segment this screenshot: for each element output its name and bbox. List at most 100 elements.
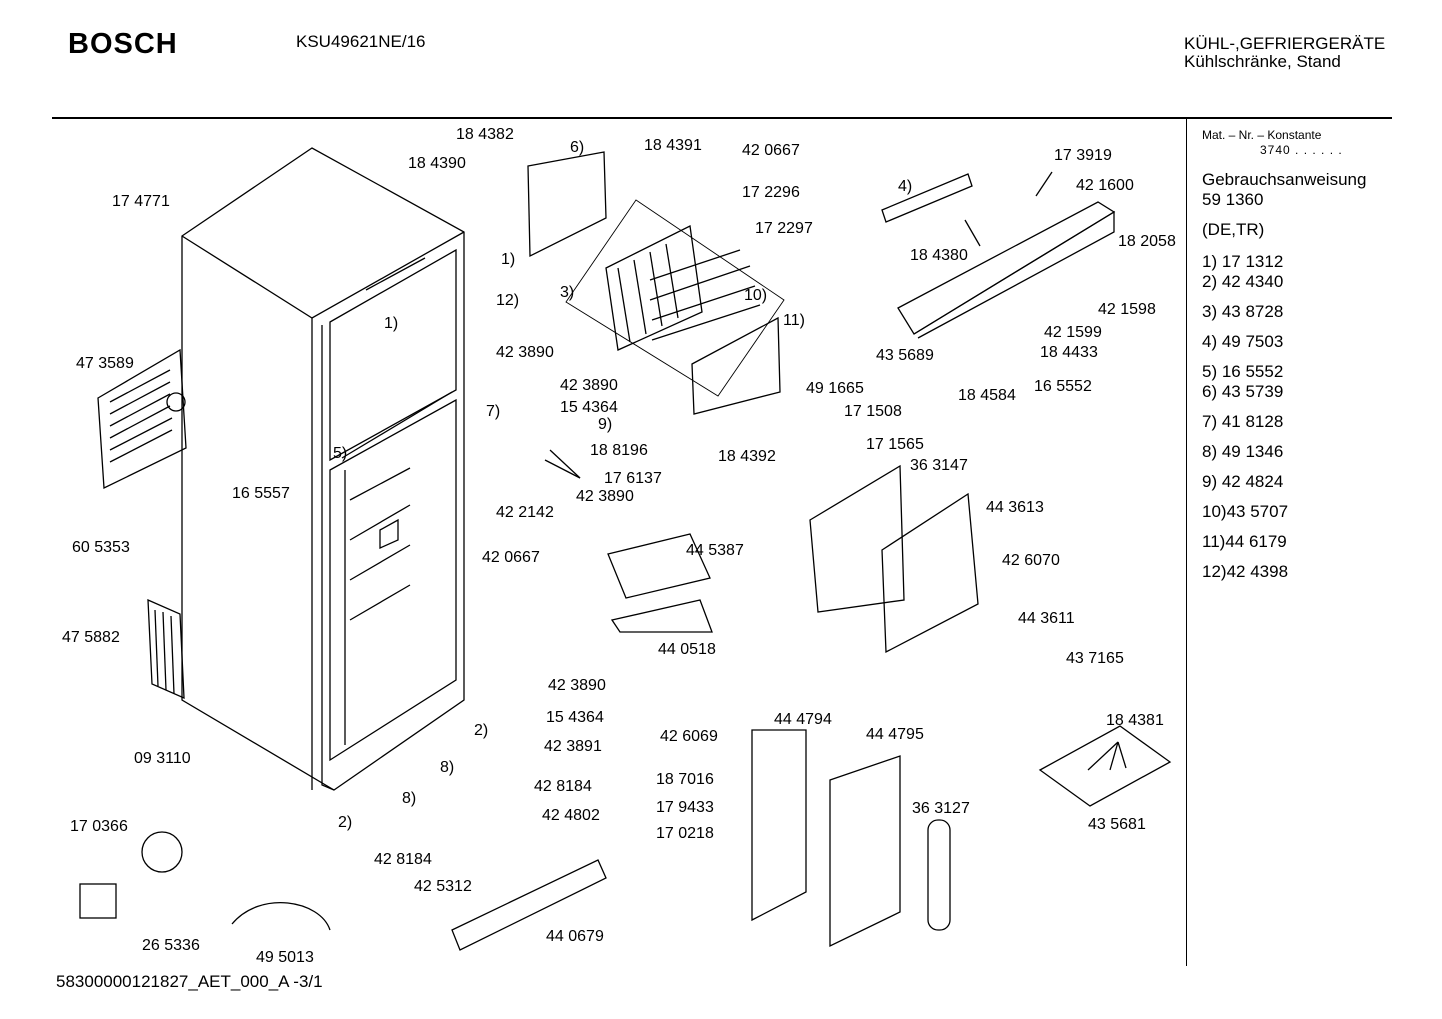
part-label: 42 3890 (496, 344, 554, 361)
part-label: 42 0667 (742, 142, 800, 159)
document-footer-code: 58300000121827_AET_000_A -3/1 (56, 972, 323, 991)
part-label: 42 4802 (542, 807, 600, 824)
legend-item: 10)43 5707 (1202, 502, 1392, 522)
tray-445387-drawing (607, 533, 711, 599)
legend-key: 9) (1202, 472, 1218, 491)
part-label: 1) (384, 315, 398, 332)
part-label: 18 2058 (1118, 233, 1176, 250)
part-label: 17 3919 (1054, 147, 1112, 164)
legend-key: 11) (1202, 532, 1226, 551)
manual-title: Gebrauchsanweisung (1202, 170, 1367, 189)
legend-value: 16 5552 (1217, 362, 1284, 381)
part-label: 11) (783, 312, 805, 329)
part-label: 17 6137 (604, 470, 662, 487)
part-label: 18 4382 (456, 126, 514, 143)
legend-key: 2) (1202, 272, 1218, 291)
model-number: KSU49621NE/16 (296, 32, 426, 51)
legend-item: 12)42 4398 (1202, 562, 1392, 582)
part-label: 42 3890 (576, 488, 634, 505)
part-label: 15 4364 (560, 399, 618, 416)
legend-key: 1) (1202, 252, 1218, 271)
part-label: 2) (474, 722, 488, 739)
part-label: 17 1508 (844, 403, 902, 420)
part-label: 42 8184 (374, 851, 432, 868)
legend-item: 4) 49 7503 (1202, 332, 1392, 352)
part-label: 42 6070 (1002, 552, 1060, 569)
sidebar-divider (1186, 118, 1187, 966)
part-label: 42 0667 (482, 549, 540, 566)
part-label: 17 1565 (866, 436, 924, 453)
part-label: 18 8196 (590, 442, 648, 459)
part-label: 18 4433 (1040, 344, 1098, 361)
part-label: 42 6069 (660, 728, 718, 745)
holder-440518-drawing (610, 599, 713, 633)
part-label: 47 5882 (62, 629, 120, 646)
legend-value: 17 1312 (1217, 252, 1284, 271)
part-label: 15 4364 (546, 709, 604, 726)
legend-item: 7) 41 8128 (1202, 412, 1392, 432)
part-label: 42 8184 (534, 778, 592, 795)
legend-key: 6) (1202, 382, 1218, 401)
part-label: 3) (560, 284, 574, 301)
part-label: 17 0218 (656, 825, 714, 842)
legend-value: 42 4340 (1217, 272, 1284, 291)
part-label: 17 9433 (656, 799, 714, 816)
part-label: 18 4380 (910, 247, 968, 264)
legend-item: 9) 42 4824 (1202, 472, 1392, 492)
legend-item: 8) 49 1346 (1202, 442, 1392, 462)
control-panel-drawing (881, 173, 1116, 339)
part-label: 44 4794 (774, 711, 832, 728)
fan-blade-drawing (141, 831, 183, 873)
part-label: 17 4771 (112, 193, 170, 210)
sidebar: Mat. – Nr. – Konstante 3740 . . . . . . … (1202, 128, 1392, 582)
part-label: 18 4381 (1106, 712, 1164, 729)
part-label: 1) (501, 251, 515, 268)
legend-key: 4) (1202, 332, 1218, 351)
condenser-drawing (97, 348, 187, 490)
part-label: 16 5552 (1034, 378, 1092, 395)
part-label: 44 0518 (658, 641, 716, 658)
kickplate-440679-drawing (451, 859, 607, 951)
legend-key: 8) (1202, 442, 1218, 461)
part-label: 7) (486, 403, 500, 420)
part-label: 16 5557 (232, 485, 290, 502)
panel-443613-drawing (881, 492, 979, 654)
part-label: 42 3891 (544, 738, 602, 755)
evaporator-drawing (565, 199, 785, 415)
legend-value: 43 8728 (1217, 302, 1284, 321)
part-label: 18 7016 (656, 771, 714, 788)
legend-key: 7) (1202, 412, 1218, 431)
part-label: 43 5689 (876, 347, 934, 364)
part-label: 6) (570, 139, 584, 156)
legend-key: 3) (1202, 302, 1218, 321)
power-cord-drawing (231, 902, 331, 931)
part-label: 18 4392 (718, 448, 776, 465)
part-label: 42 1599 (1044, 324, 1102, 341)
part-label: 44 3611 (1018, 610, 1075, 627)
part-label: 49 5013 (256, 949, 314, 966)
legend-value: 41 8128 (1217, 412, 1284, 431)
header-divider (52, 117, 1392, 119)
fan-motor-drawing (79, 883, 117, 919)
legend-item: 5) 16 5552 (1202, 362, 1392, 382)
part-label: 26 5336 (142, 937, 200, 954)
legend-key: 5) (1202, 362, 1218, 381)
legend-value: 49 1346 (1217, 442, 1284, 461)
coil-drawing (147, 598, 185, 700)
part-label: 42 3890 (560, 377, 618, 394)
part-label: 49 1665 (806, 380, 864, 397)
part-label: 43 5681 (1088, 816, 1146, 833)
part-label: 60 5353 (72, 539, 130, 556)
mat-value: 3740 . . . . . . (1260, 143, 1343, 157)
part-label: 18 4391 (644, 137, 702, 154)
panel-363147-drawing (809, 464, 905, 613)
part-label: 44 4795 (866, 726, 924, 743)
freezer-cover-drawing (527, 151, 607, 258)
legend-value: 42 4824 (1217, 472, 1284, 491)
legend-value: 43 5707 (1226, 502, 1289, 521)
legend-value: 49 7503 (1217, 332, 1284, 351)
category-subtitle: Kühlschränke, Stand (1184, 52, 1341, 71)
